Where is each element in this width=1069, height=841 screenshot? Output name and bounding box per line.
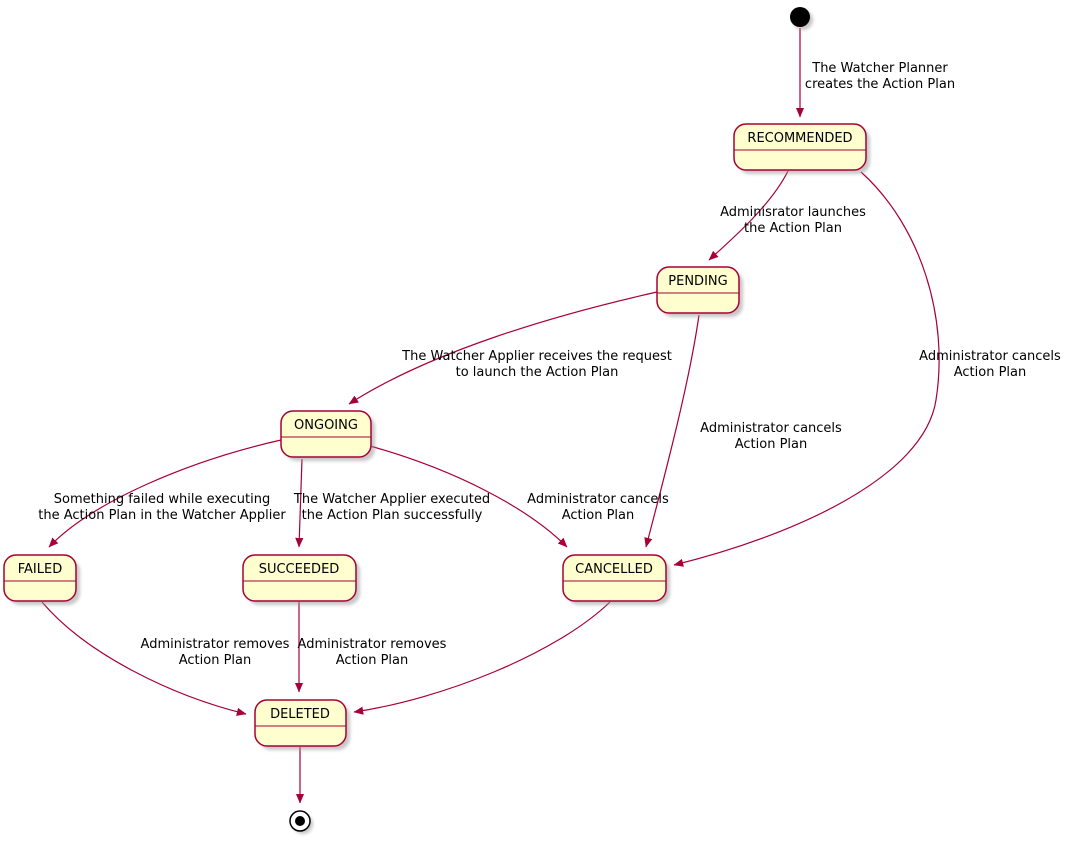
transition-failed-deleted: [41, 601, 247, 716]
state-box: [656, 266, 740, 314]
initial-state-icon: [790, 7, 810, 27]
state-box: [733, 123, 867, 171]
final-state-dot-icon: [295, 816, 305, 826]
label-line: the Action Plan successfully: [302, 508, 483, 523]
initial-state-node: [790, 7, 813, 30]
state-label: RECOMMENDED: [747, 131, 852, 146]
transition-ongoing-cancelled: [369, 445, 568, 548]
label-line: the Action Plan: [744, 221, 842, 236]
label-line: Action Plan: [562, 508, 635, 523]
state-succeeded: SUCCEEDED: [242, 554, 360, 605]
transition-label-ongoing-succeeded: The Watcher Applier executed the Action …: [293, 492, 490, 523]
label-line: Administrator removes: [298, 637, 447, 652]
state-label: FAILED: [18, 562, 62, 577]
label-line: Adminisrator launches: [720, 205, 866, 220]
state-box: [562, 554, 667, 602]
label-line: Administrator cancels: [700, 421, 842, 436]
transition-ongoing-failed: [48, 439, 282, 548]
label-line: Action Plan: [954, 365, 1027, 380]
transition-recommended-pending: [708, 170, 789, 261]
state-ongoing: ONGOING: [280, 410, 375, 461]
transition-ongoing-succeeded: [295, 458, 304, 548]
state-pending: PENDING: [656, 266, 743, 317]
transition-label-failed-deleted: Administrator removes Action Plan: [141, 637, 290, 668]
state-cancelled: CANCELLED: [562, 554, 670, 605]
label-line: The Watcher Applier receives the request: [401, 349, 672, 364]
state-label: DELETED: [270, 707, 330, 722]
transition-pending-cancelled: [644, 314, 700, 548]
state-box: [254, 699, 347, 747]
label-line: Something failed while executing: [54, 492, 270, 507]
transition-label-recommended-cancelled: Administrator cancels Action Plan: [919, 349, 1061, 380]
label-line: Action Plan: [179, 653, 252, 668]
label-line: creates the Action Plan: [805, 77, 955, 92]
transition-pending-ongoing: [348, 291, 658, 405]
transition-label-pending-ongoing: The Watcher Applier receives the request…: [401, 349, 672, 380]
state-label: CANCELLED: [575, 562, 653, 577]
state-box: [280, 410, 372, 458]
label-line: Administrator removes: [141, 637, 290, 652]
state-deleted: DELETED: [254, 699, 350, 750]
label-line: to launch the Action Plan: [456, 365, 619, 380]
state-label: ONGOING: [294, 418, 358, 433]
label-line: Action Plan: [735, 437, 808, 452]
state-label: PENDING: [668, 274, 727, 289]
state-recommended: RECOMMENDED: [733, 123, 870, 174]
label-line: The Watcher Planner: [811, 61, 948, 76]
label-line: the Action Plan in the Watcher Applier: [38, 508, 286, 523]
transition-recommended-cancelled: [673, 171, 940, 567]
transition-label-succeeded-deleted: Administrator removes Action Plan: [298, 637, 447, 668]
transition-label-recommended-pending: Adminisrator launches the Action Plan: [720, 205, 866, 236]
state-box: [3, 554, 77, 602]
transitions-layer: [41, 28, 940, 804]
transition-label-initial-recommended: The Watcher Planner creates the Action P…: [805, 61, 955, 92]
state-label: SUCCEEDED: [259, 562, 340, 577]
label-line: Administrator cancels: [527, 492, 669, 507]
label-line: Administrator cancels: [919, 349, 1061, 364]
state-box: [242, 554, 357, 602]
transition-labels-layer: The Watcher Planner creates the Action P…: [38, 61, 1061, 668]
transition-label-ongoing-failed: Something failed while executing the Act…: [38, 492, 286, 523]
final-state-node: [289, 810, 313, 834]
label-line: Action Plan: [336, 653, 409, 668]
transition-cancelled-deleted: [353, 601, 611, 715]
states-layer: RECOMMENDED PENDING ONGOING FAILED SUCCE…: [3, 123, 870, 750]
state-failed: FAILED: [3, 554, 80, 605]
transition-label-ongoing-cancelled: Administrator cancels Action Plan: [527, 492, 669, 523]
transition-label-pending-cancelled: Administrator cancels Action Plan: [700, 421, 842, 452]
label-line: The Watcher Applier executed: [293, 492, 490, 507]
